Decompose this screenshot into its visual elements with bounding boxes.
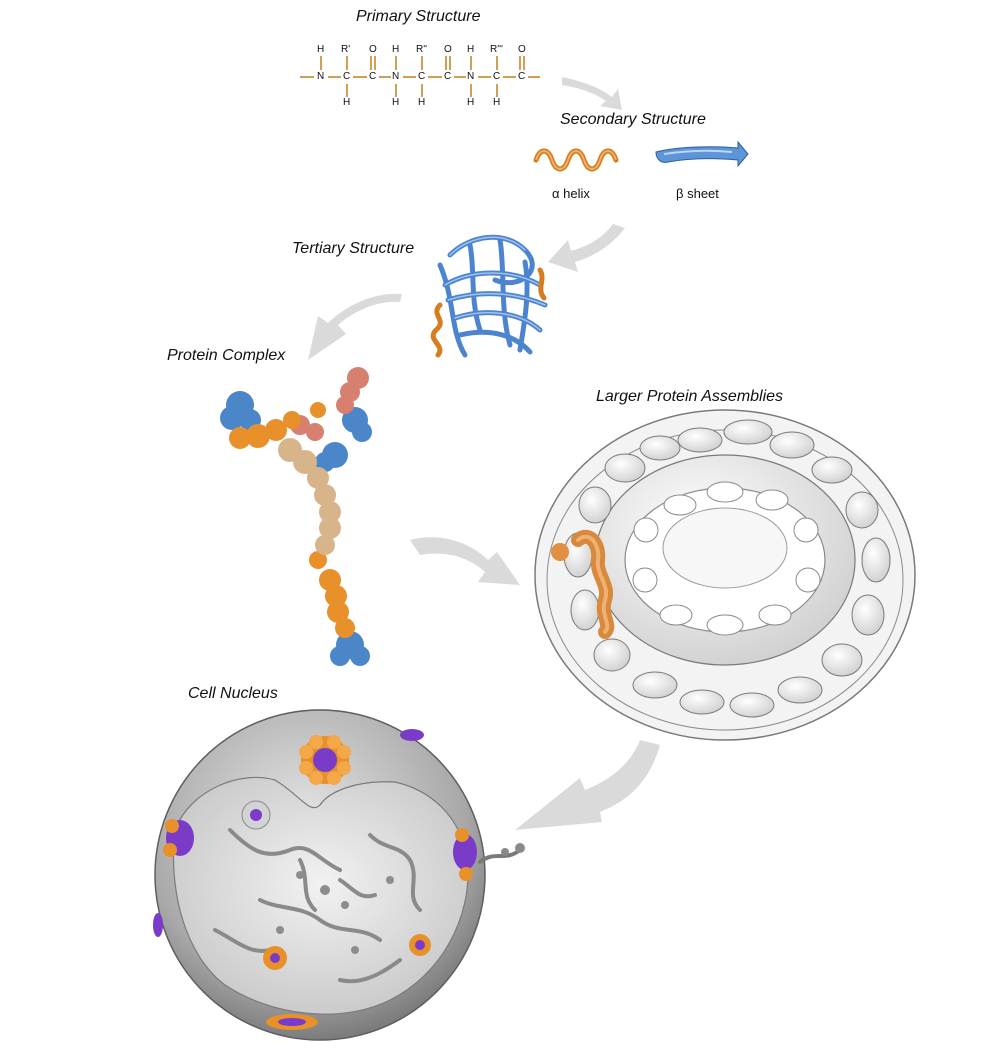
atom-n: N — [317, 71, 325, 82]
atom-r3: R''' — [490, 44, 503, 55]
arrow-complex-to-assemblies — [410, 537, 520, 585]
cell-nucleus-label: Cell Nucleus — [188, 685, 278, 702]
atom-h: H — [392, 97, 400, 108]
atom-h: H — [418, 97, 426, 108]
atom-h: H — [467, 97, 475, 108]
tertiary-structure-model — [430, 234, 548, 358]
atom-c: C — [444, 71, 452, 82]
nuclear-pore-inner — [241, 800, 431, 970]
atom-h: H — [467, 44, 475, 55]
atom-h: H — [392, 44, 400, 55]
nuclear-pore-topright — [400, 729, 424, 741]
protein-complex-model — [220, 367, 372, 666]
atom-h: H — [493, 97, 501, 108]
atom-c: C — [369, 71, 377, 82]
atom-c: C — [418, 71, 426, 82]
atom-c: C — [518, 71, 526, 82]
atom-r1: R' — [341, 44, 351, 55]
nuclear-pore-assembly — [534, 409, 916, 741]
atom-r2: R'' — [416, 44, 428, 55]
alpha-helix-label: α helix — [552, 186, 590, 201]
arrow-secondary-to-tertiary — [548, 224, 625, 272]
atom-o: O — [518, 44, 526, 55]
atom-c: C — [343, 71, 351, 82]
atom-c: C — [493, 71, 501, 82]
protein-complex-label: Protein Complex — [167, 347, 286, 364]
atom-h: H — [343, 97, 351, 108]
secondary-structure-label: Secondary Structure — [560, 111, 706, 128]
tertiary-structure-label: Tertiary Structure — [292, 240, 415, 257]
nuclear-pore-left — [163, 819, 194, 857]
larger-assemblies-label: Larger Protein Assemblies — [596, 388, 784, 405]
nuclear-pore-bottom — [266, 1014, 318, 1030]
atom-o: O — [444, 44, 452, 55]
arrow-primary-to-secondary — [562, 77, 622, 110]
nuclear-pore-right — [453, 828, 477, 881]
nuclear-pore-top — [299, 735, 351, 785]
beta-sheet-label: β sheet — [676, 186, 719, 201]
arrow-tertiary-to-complex — [308, 293, 402, 360]
nuclear-pore-left-edge — [153, 913, 163, 937]
arrow-assemblies-to-nucleus — [515, 740, 660, 830]
atom-h: H — [317, 44, 325, 55]
atom-n: N — [392, 71, 400, 82]
cell-nucleus-model — [153, 709, 525, 1041]
atom-n: N — [467, 71, 475, 82]
primary-structure-label: Primary Structure — [356, 8, 481, 25]
atom-o: O — [369, 44, 377, 55]
beta-sheet-ribbon — [655, 140, 749, 168]
